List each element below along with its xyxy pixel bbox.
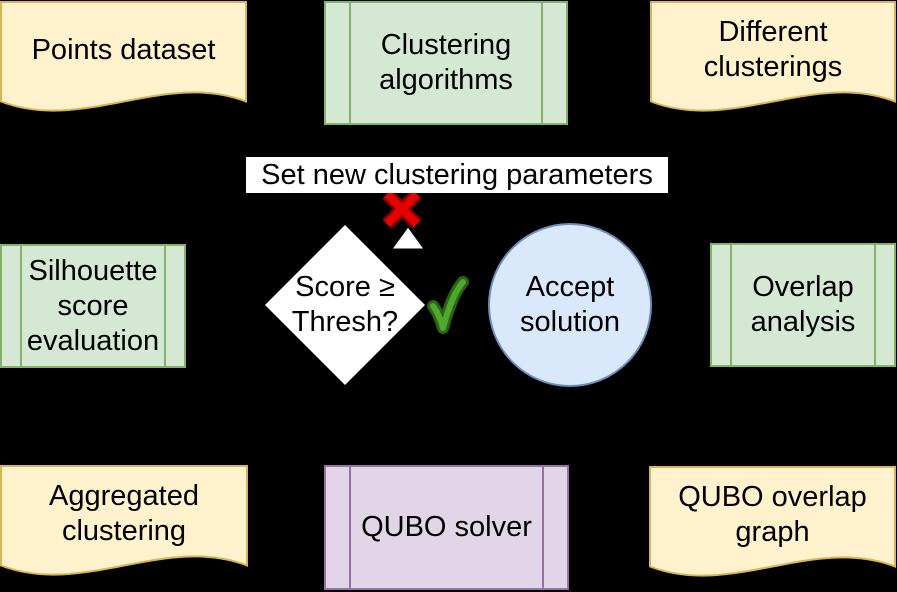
accept-solution-label: Accept solution	[520, 271, 620, 338]
different-clusterings-label: Different clusterings	[703, 16, 843, 83]
overlap-analysis-label: Overlap analysis	[750, 271, 856, 338]
different-clusterings-shape	[650, 1, 896, 112]
overlap-analysis-shape	[710, 243, 896, 367]
qubo-overlap-graph-shape	[649, 466, 896, 577]
qubo-solver-label: QUBO solver	[361, 511, 532, 543]
clustering-algorithms-shape	[324, 1, 568, 125]
points-dataset-label: Points dataset	[31, 33, 216, 66]
silhouette-evaluation-shape	[0, 244, 186, 368]
qubo-solver-shape	[324, 465, 569, 590]
clustering-algorithms-label: Clustering algorithms	[379, 29, 513, 96]
aggregated-clustering-label: Aggregated clustering	[49, 480, 199, 547]
white-arrowhead-icon	[391, 226, 425, 250]
accept-solution-circle-shape	[488, 223, 652, 387]
qubo-overlap-graph-label: QUBO overlap graph	[678, 481, 867, 548]
aggregated-clustering-shape	[0, 465, 248, 576]
points-dataset-shape	[0, 1, 247, 112]
score-threshold-diamond-shape	[265, 225, 425, 385]
green-check-icon	[427, 276, 469, 334]
score-threshold-label: Score ≥ Thresh?	[291, 271, 399, 338]
silhouette-evaluation-label: Silhouette score evaluation	[26, 254, 160, 357]
red-x-icon	[382, 189, 422, 229]
set-new-parameters-label: Set new clustering parameters	[246, 157, 668, 193]
